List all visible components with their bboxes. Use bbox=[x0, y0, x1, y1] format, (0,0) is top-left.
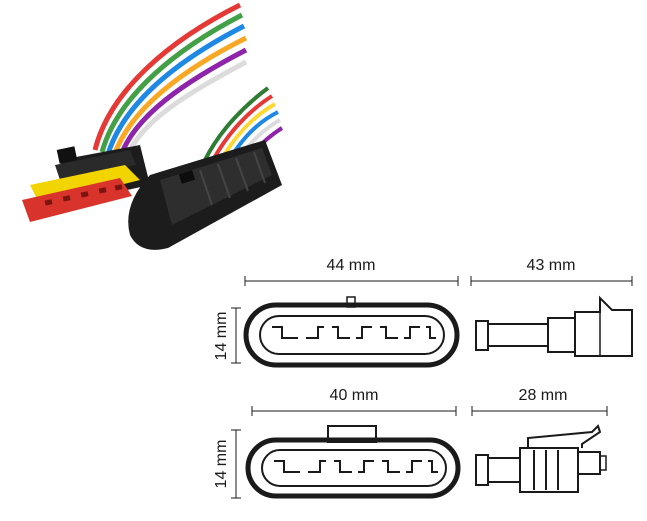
top-side-length-label: 43 mm bbox=[527, 257, 576, 274]
bottom-front-view: 40 mm bbox=[245, 387, 461, 499]
male-connector bbox=[128, 140, 282, 250]
top-front-view: 44 mm bbox=[243, 257, 460, 368]
bottom-height-label: 14 mm bbox=[213, 440, 230, 489]
female-connector-wires bbox=[92, 2, 248, 161]
top-front-width-label: 44 mm bbox=[327, 257, 376, 274]
top-side-view: 43 mm bbox=[470, 257, 633, 357]
bottom-height-dimension: 14 mm bbox=[213, 429, 241, 499]
female-connector bbox=[22, 145, 150, 222]
top-height-label: 14 mm bbox=[213, 312, 230, 361]
bottom-front-width-label: 40 mm bbox=[330, 387, 379, 404]
top-height-dimension: 14 mm bbox=[213, 307, 241, 364]
connector-photo bbox=[22, 2, 284, 250]
bottom-side-view: 28 mm bbox=[471, 387, 608, 493]
bottom-side-length-label: 28 mm bbox=[519, 387, 568, 404]
